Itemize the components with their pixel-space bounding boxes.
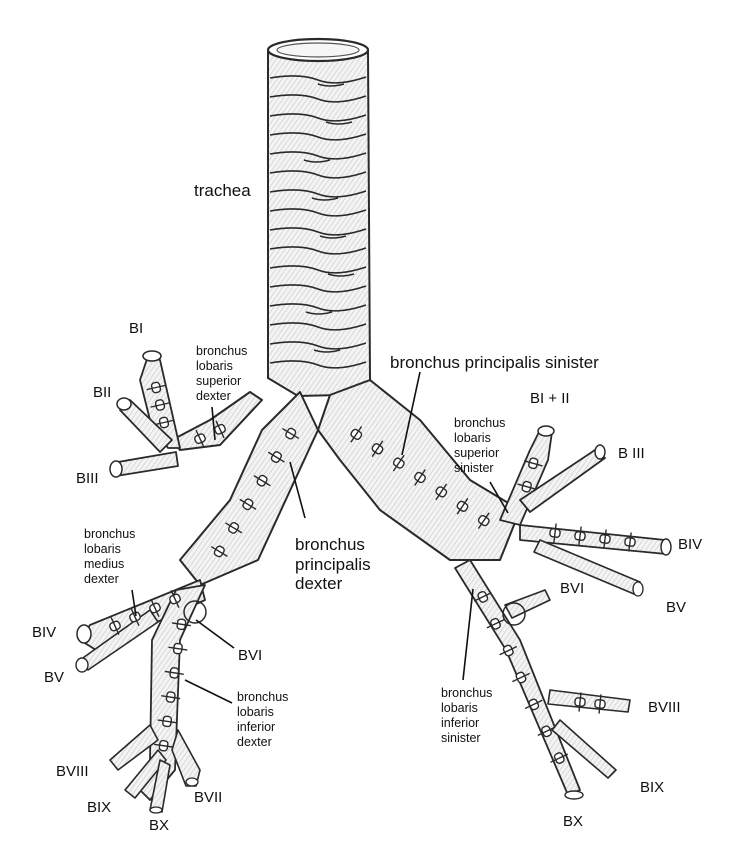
trachea-cartilage-ring [269, 265, 367, 274]
cartilage-ring [435, 483, 447, 500]
cartilage-ring [524, 699, 543, 709]
cartilage-ring [486, 619, 505, 629]
trachea-ring-gap [327, 273, 355, 277]
cartilage-ring [170, 590, 180, 608]
left-segment-b1-2-label: BI + II [530, 390, 570, 407]
cartilage-ring [268, 451, 285, 463]
trachea-cartilage-ring [269, 246, 367, 255]
cartilage-ring [578, 526, 582, 546]
cartilage-ring [161, 695, 181, 700]
right-segment-b3-label: BIII [76, 470, 99, 487]
trachea-cartilage-ring [269, 151, 367, 160]
right-segment-b9-label: BIX [87, 799, 112, 816]
trachea-cartilage-ring [269, 170, 367, 179]
cartilage-ring [164, 670, 184, 675]
right-segment-b6-label: BVI [238, 647, 263, 664]
cartilage-ring [578, 692, 582, 712]
cartilage-ring [350, 426, 362, 443]
trachea-cartilage-ring [269, 132, 367, 141]
bronchus-lobaris-medius-dexter-label: bronchus lobaris medius dexter [84, 527, 136, 586]
cartilage-ring [154, 419, 174, 426]
cartilage-ring [517, 483, 536, 490]
left-bronchial-branches [317, 379, 672, 800]
trachea-cartilage-ring [269, 303, 367, 312]
trachea-cartilage-ring [269, 75, 367, 84]
trachea-shape [266, 37, 387, 398]
right-segment-b8-label: BVIII [56, 763, 89, 780]
cartilage-ring [371, 440, 384, 457]
cartilage-ring [553, 523, 557, 543]
cartilage-ring [456, 498, 469, 515]
cartilage-ring [414, 469, 426, 486]
cartilage-ring [110, 617, 120, 635]
right-bronchial-branches [75, 350, 319, 814]
cartilage-ring [168, 646, 188, 651]
trachea-cartilage-ring [269, 360, 367, 369]
trachea-ring-gap [303, 159, 331, 163]
right-segment-b1-label: BI [129, 320, 144, 337]
cartilage-ring [195, 429, 205, 448]
left-segment-b9-label: BIX [640, 779, 665, 796]
trachea-cartilage-ring [269, 341, 367, 350]
cartilage-ring [537, 726, 556, 736]
right-segment-b10-label: BX [149, 817, 170, 834]
trachea-ring-gap [305, 311, 333, 315]
left-segment-b4-label: BIV [678, 536, 703, 553]
trachea-ring-gap [311, 197, 339, 201]
bronchus-principalis-sinister-label: bronchus principalis sinister [390, 353, 599, 372]
cartilage-ring [215, 420, 225, 439]
trachea-cartilage-ring [269, 189, 367, 198]
cartilage-ring [171, 622, 192, 627]
trachea-cartilage-ring [269, 94, 367, 103]
left-segment-b3-label: B III [618, 445, 645, 462]
cartilage-ring [473, 592, 492, 602]
cartilage-ring [499, 646, 518, 656]
cartilage-ring [282, 428, 300, 439]
cartilage-ring [253, 475, 271, 487]
cartilage-ring [603, 529, 607, 549]
left-segment-b6-label: BVI [560, 580, 585, 597]
bronchus-lobaris-superior-dexter-label: bronchus lobaris superior dexter [196, 344, 248, 403]
bronchus-lobaris-inferior-sinister-label: bronchus lobaris inferior sinister [441, 686, 493, 745]
right-segment-b7-label: BVII [194, 789, 223, 806]
right-segment-b4-label: BIV [32, 624, 57, 641]
cartilage-ring [153, 743, 174, 748]
left-segment-b8-label: BVIII [648, 699, 681, 716]
trachea-ring-gap [325, 121, 353, 125]
trachea-label: trachea [194, 181, 251, 200]
left-segment-b10-label: BX [563, 813, 584, 830]
right-segment-b5-label: BV [44, 669, 65, 686]
cartilage-ring [157, 719, 177, 724]
cartilage-ring [550, 753, 569, 763]
trachea-cartilage-ring [269, 227, 367, 236]
trachea-cartilage-ring [269, 322, 367, 331]
cartilage-ring [628, 532, 632, 552]
trachea-ring-gap [313, 349, 341, 353]
leader-lines [131, 371, 509, 704]
cartilage-ring [239, 498, 257, 510]
cartilage-ring [150, 599, 160, 617]
cartilage-ring [150, 402, 170, 408]
trachea-cartilage-ring [269, 208, 367, 217]
cartilage-ring [524, 460, 543, 467]
trachea-cartilage-ring [269, 284, 367, 293]
cartilage-ring [598, 694, 602, 714]
bronchus-lobaris-superior-sinister-label: bronchus lobaris superior sinister [454, 416, 506, 475]
trachea-ring-gap [319, 235, 347, 239]
cartilage-ring [130, 608, 140, 626]
trachea-ring-gap [317, 83, 345, 87]
trachea-cartilage-ring [269, 113, 367, 122]
cartilage-ring [478, 512, 490, 529]
cartilage-ring [210, 546, 228, 557]
left-segment-b5-label: BV [666, 599, 687, 616]
cartilage-ring [512, 672, 530, 683]
right-segment-b2-label: BII [93, 384, 112, 401]
bronchus-lobaris-inferior-dexter-label: bronchus lobaris inferior dexter [237, 690, 289, 749]
cartilage-ring [393, 455, 405, 472]
cartilage-ring [225, 522, 243, 534]
bronchus-principalis-dexter-label: bronchus principalis dexter [295, 535, 371, 594]
cartilage-ring [146, 384, 166, 391]
